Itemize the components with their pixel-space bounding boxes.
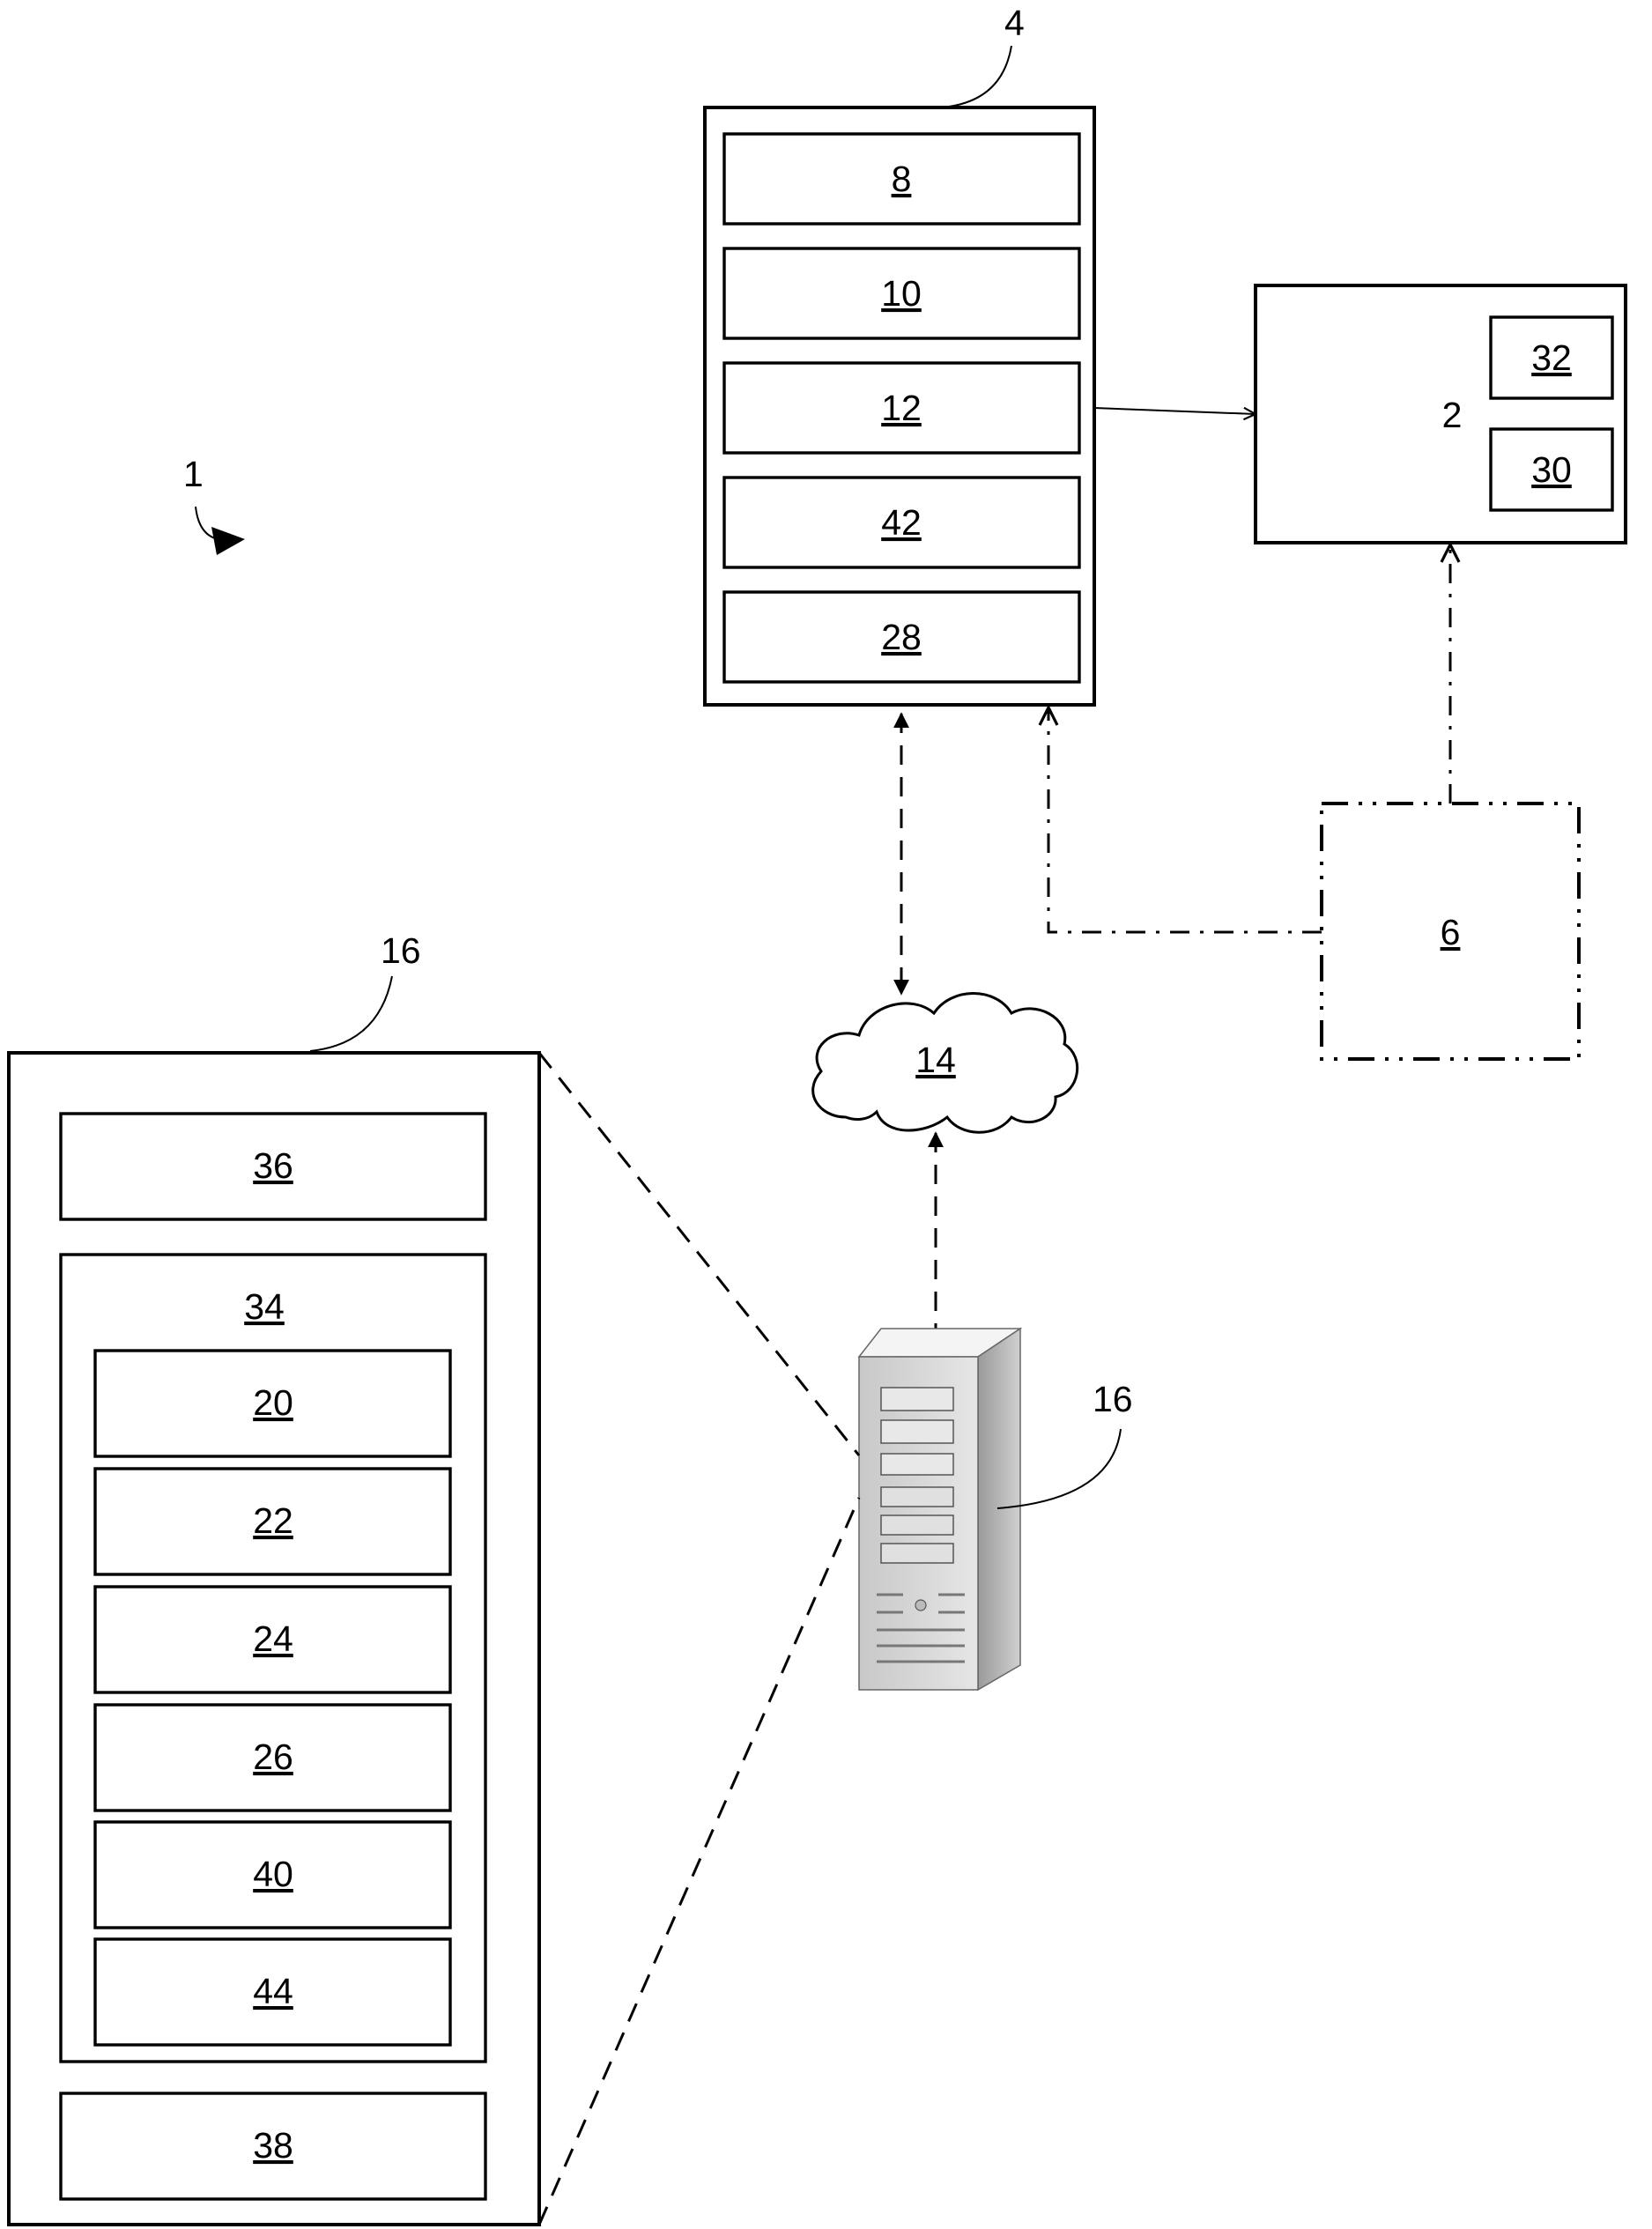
module-40-label: 40 bbox=[253, 1854, 293, 1894]
server-icon-ref: 16 bbox=[1093, 1379, 1133, 1419]
module-28-label: 28 bbox=[881, 617, 922, 657]
figure-ref-arrowhead bbox=[211, 527, 245, 555]
drive-bay-5 bbox=[880, 1514, 954, 1536]
tower-front bbox=[858, 1356, 979, 1691]
module-26-box bbox=[93, 1703, 452, 1812]
module-8-label: 8 bbox=[892, 159, 912, 199]
network-label: 14 bbox=[915, 1040, 956, 1080]
module-38-label: 38 bbox=[253, 2125, 293, 2166]
module-26-label: 26 bbox=[253, 1737, 293, 1777]
module-24-box bbox=[93, 1585, 452, 1694]
drive-bay-6 bbox=[880, 1543, 954, 1564]
element-6: 6 bbox=[1320, 802, 1581, 1061]
module-30-label: 30 bbox=[1531, 449, 1572, 490]
cloud-shape bbox=[811, 992, 1079, 1134]
module-32-label: 32 bbox=[1531, 337, 1572, 378]
arrow-4-to-2 bbox=[1093, 408, 1256, 414]
module-10-label: 10 bbox=[881, 273, 922, 314]
figure-ref-label: 1 bbox=[183, 454, 204, 494]
drive-bay-4 bbox=[880, 1486, 954, 1507]
module-32-box bbox=[1489, 315, 1614, 400]
module-20-label: 20 bbox=[253, 1382, 293, 1423]
network-cloud-14: 14 bbox=[811, 992, 1079, 1134]
server-detail-ref: 16 bbox=[381, 930, 421, 971]
zoom-line-top bbox=[537, 1052, 861, 1456]
module-44-label: 44 bbox=[253, 1971, 293, 2011]
tower-side bbox=[977, 1327, 1021, 1692]
module-12-label: 12 bbox=[881, 388, 922, 428]
element-6-label: 6 bbox=[1441, 912, 1461, 952]
element-6-frame bbox=[1320, 802, 1581, 1061]
device-block-2: 2 32 30 bbox=[1254, 284, 1627, 544]
module-42-label: 42 bbox=[881, 502, 922, 543]
module-12-box bbox=[722, 361, 1081, 455]
drive-bay-2 bbox=[880, 1419, 954, 1444]
power-button-icon bbox=[915, 1599, 927, 1611]
module-22-box bbox=[93, 1467, 452, 1576]
module-38-box bbox=[59, 2092, 487, 2201]
module-8-box bbox=[722, 132, 1081, 226]
server-block-4: 4 8 10 12 42 28 bbox=[703, 3, 1096, 707]
group-34-label: 34 bbox=[244, 1286, 285, 1327]
module-10-box bbox=[722, 247, 1081, 340]
module-22-label: 22 bbox=[253, 1500, 293, 1541]
module-24-label: 24 bbox=[253, 1618, 293, 1659]
module-30-box bbox=[1489, 427, 1614, 512]
module-40-box bbox=[93, 1820, 452, 1929]
module-20-box bbox=[93, 1349, 452, 1458]
link-6-to-4 bbox=[1048, 707, 1322, 934]
module-28-box bbox=[722, 590, 1081, 684]
server-tower-icon bbox=[857, 1327, 1023, 1692]
drive-bay-1 bbox=[880, 1387, 954, 1411]
server-block-leader bbox=[948, 45, 1012, 107]
module-42-box bbox=[722, 476, 1081, 569]
zoom-line-bottom bbox=[537, 1497, 861, 2225]
tower-vent-grille bbox=[877, 1593, 965, 1663]
module-36-label: 36 bbox=[253, 1145, 293, 1186]
figure-ref-1: 1 bbox=[183, 454, 245, 555]
drive-bay-3 bbox=[880, 1453, 954, 1476]
module-36-box bbox=[59, 1112, 487, 1221]
device-ref: 2 bbox=[1442, 395, 1463, 435]
server-detail-leader bbox=[309, 975, 393, 1052]
server-block-ref: 4 bbox=[1004, 3, 1025, 43]
server-detail-16: 16 36 34 20 22 24 26 40 44 38 bbox=[7, 930, 541, 2226]
module-44-box bbox=[93, 1937, 452, 2047]
server-icon-leader bbox=[996, 1428, 1122, 1509]
